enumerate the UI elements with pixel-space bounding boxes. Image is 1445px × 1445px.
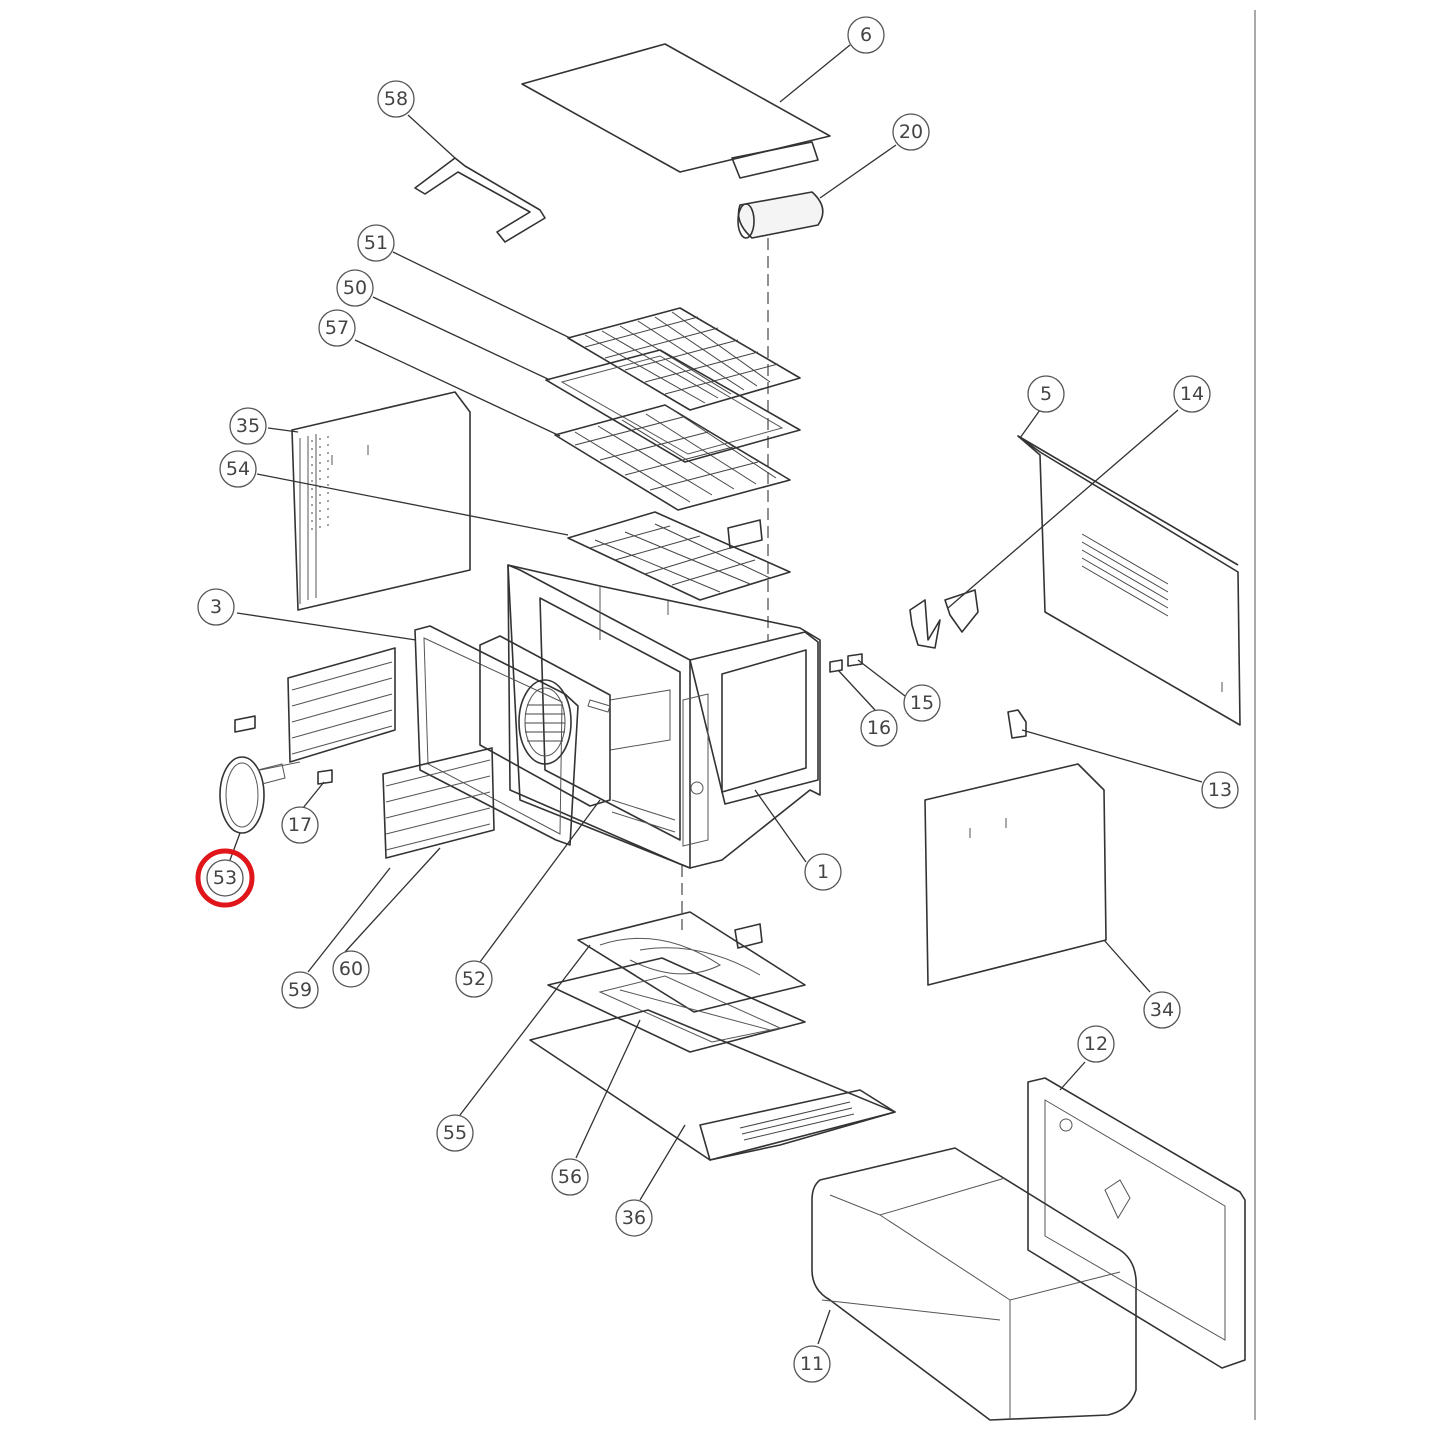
callout-1: 1 [804,853,842,891]
part-outer-casing [811,1147,1137,1421]
callout-52: 52 [455,960,493,998]
part-tray [545,349,801,463]
callout-54: 54 [219,450,257,488]
callout-6: 6 [847,16,885,54]
callout-15: 15 [903,684,941,722]
callout-34: 34 [1143,991,1181,1029]
part-cylinder [737,191,824,239]
callout-17: 17 [281,806,319,844]
part-heating-element [567,511,791,615]
callout-12: 12 [1077,1025,1115,1063]
svg-text:15: 15 [910,692,934,714]
part-back-panel [924,763,1107,986]
svg-text:36: 36 [622,1207,646,1229]
highlight-ring [195,848,255,908]
callout-5: 5 [1027,375,1065,413]
part-base-plate [529,1009,896,1161]
part-main-body [507,564,821,869]
part-left-side-panel [291,391,471,611]
svg-text:58: 58 [384,88,408,110]
svg-text:56: 56 [558,1166,582,1188]
callout-57: 57 [318,309,356,347]
svg-text:54: 54 [226,458,250,480]
callout-14: 14 [1173,375,1211,413]
part-switches [829,653,863,673]
svg-text:13: 13 [1208,779,1232,801]
part-wire-handle [414,157,546,243]
svg-text:34: 34 [1150,999,1174,1021]
part-wire-rack-top [567,307,801,411]
svg-text:59: 59 [288,979,312,1001]
callout-58: 58 [377,80,415,118]
callout-16: 16 [860,709,898,747]
part-lower-element [577,911,806,1013]
callout-55: 55 [436,1114,474,1152]
part-wire-rack-lower [554,404,791,511]
callout-35: 35 [229,407,267,445]
svg-text:35: 35 [236,415,260,437]
part-rack-runner-left [287,647,396,763]
part-fan-cover [479,635,611,807]
callout-3: 3 [197,588,235,626]
svg-text:60: 60 [339,958,363,980]
callout-20: 20 [892,113,930,151]
leader-lines [229,44,1203,1345]
svg-text:51: 51 [364,232,388,254]
svg-text:5: 5 [1040,383,1052,405]
svg-text:11: 11 [800,1353,824,1375]
svg-text:3: 3 [210,596,222,618]
svg-text:12: 12 [1084,1033,1108,1055]
part-fan-assembly [909,589,979,649]
callout-50: 50 [336,269,374,307]
svg-text:55: 55 [443,1122,467,1144]
part-connector [234,715,333,785]
svg-text:17: 17 [288,814,312,836]
svg-text:57: 57 [325,317,349,339]
callout-51: 51 [357,224,395,262]
svg-text:16: 16 [867,717,891,739]
part-circular-element [219,756,286,834]
svg-text:6: 6 [860,24,872,46]
svg-text:1: 1 [817,861,829,883]
callout-60: 60 [332,950,370,988]
part-right-side-panel [1017,435,1241,726]
svg-text:52: 52 [462,968,486,990]
part-clip [1007,709,1027,739]
callout-36: 36 [615,1199,653,1237]
callout-56: 56 [551,1158,589,1196]
callout-59: 59 [281,971,319,1009]
svg-text:53: 53 [213,867,237,889]
part-front-frame [1027,1077,1246,1369]
svg-text:50: 50 [343,277,367,299]
part-bottom-tray [547,957,806,1053]
callout-53: 53 [195,848,255,908]
svg-text:14: 14 [1180,383,1204,405]
part-door-gasket [414,625,579,846]
svg-text:20: 20 [899,121,923,143]
part-top-cover [521,43,831,179]
callout-13: 13 [1201,771,1239,809]
callout-11: 11 [793,1345,831,1383]
part-rack-runner-right [382,747,495,859]
